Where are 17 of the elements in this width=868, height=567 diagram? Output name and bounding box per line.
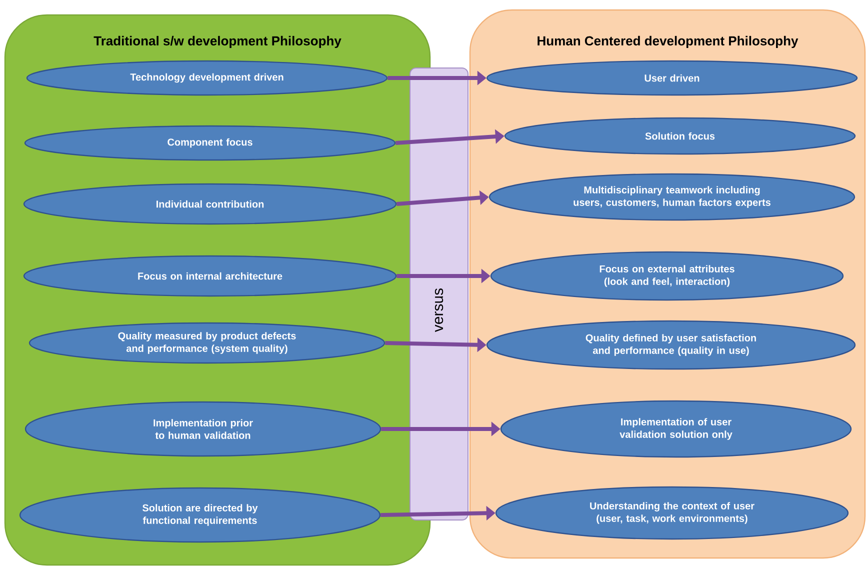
ellipse-box: Technology development driven [26,60,388,96]
ellipse-box: Implementation prior to human validation [24,401,382,457]
ellipse-box: Quality defined by user satisfaction and performance (quality in use) [486,320,856,370]
ellipse-box: Multidisciplinary teamwork including users, customers, human factors experts [488,173,856,221]
panel-heading: Human Centered development Philosophy [538,36,798,48]
ellipse-box: User driven [486,60,858,96]
ellipse-box: Solution are directed by functional requirements [19,487,381,543]
versus-label: versus [434,288,444,332]
ellipse-box: Solution focus [504,117,856,155]
ellipse-box: Focus on external attributes (look and feel, interaction) [490,251,844,301]
panel-heading: Traditional s/w development Philosophy [94,36,342,48]
ellipse-box: Component focus [24,125,396,161]
ellipse-box: Focus on internal architecture [23,255,397,297]
ellipse-box: Understanding the context of user (user, task, work environments) [495,486,849,540]
ellipse-box: Quality measured by product defects and performance (system quality) [28,322,386,364]
ellipse-box: Implementation of user validation solution only [500,400,852,458]
ellipse-box: Individual contribution [23,183,397,225]
